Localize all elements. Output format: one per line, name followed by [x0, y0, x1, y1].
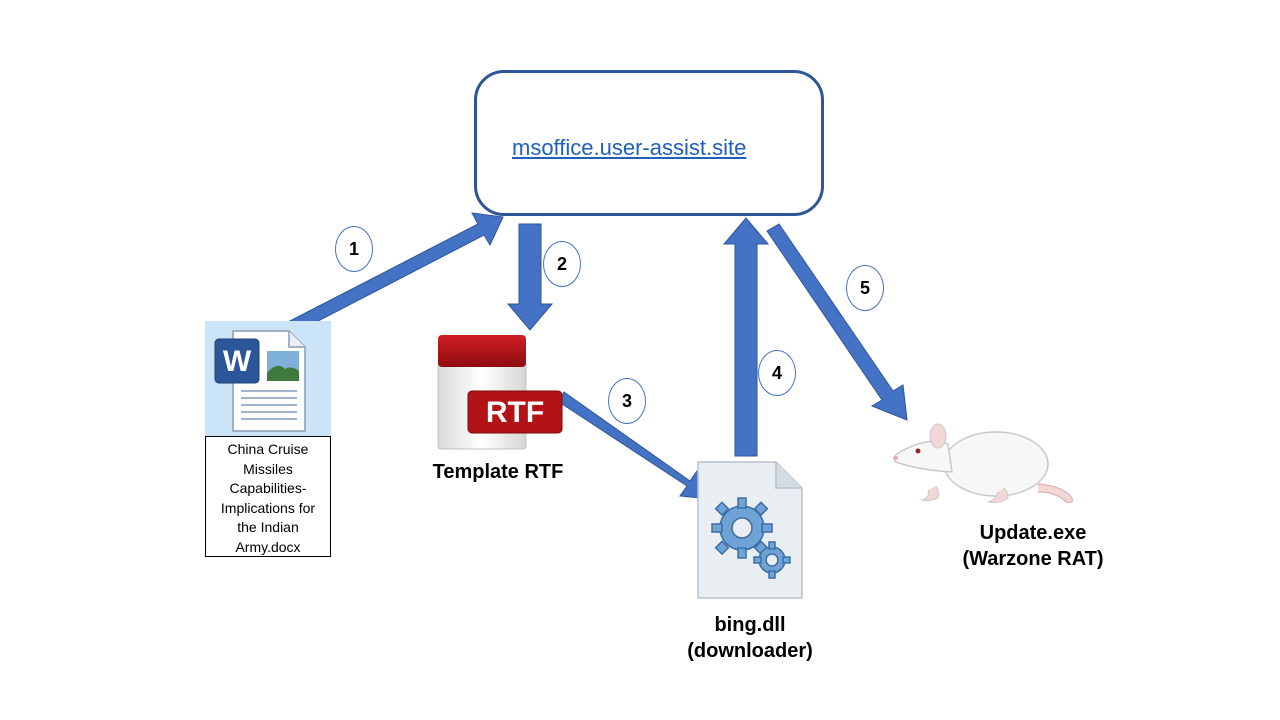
filename-line: Implications for: [220, 499, 316, 516]
step-2-marker: 2: [543, 241, 581, 287]
arrow-step-3: [558, 391, 712, 500]
rat-name: Update.exe: [979, 522, 1087, 544]
arrow-step-4: [722, 217, 770, 457]
word-document-icon: W: [205, 321, 331, 437]
c2-server-box: msoffice.user-assist.site: [474, 70, 824, 216]
arrow-step-1: [287, 212, 504, 334]
filename-line: Missiles: [243, 460, 293, 477]
rtf-badge-text: RTF: [486, 396, 544, 429]
filename-line: the Indian: [237, 519, 299, 535]
rat-role: (Warzone RAT): [962, 548, 1104, 570]
document-filename: China Cruise Missiles Capabilities- Impl…: [205, 436, 331, 557]
step-3-marker: 3: [608, 378, 646, 424]
dll-label: bing.dll (downloader): [660, 612, 840, 664]
rat-label: Update.exe (Warzone RAT): [935, 520, 1131, 572]
dll-name: bing.dll: [714, 614, 786, 636]
step-5-marker: 5: [846, 265, 884, 311]
rtf-label: Template RTF: [432, 461, 564, 483]
rtf-file-icon: RTF: [437, 335, 563, 450]
arrow-step-2: [506, 223, 554, 331]
svg-text:W: W: [223, 345, 252, 378]
filename-line: China Cruise: [227, 441, 309, 457]
dll-gears-icon: [697, 461, 803, 599]
filename-line: Capabilities-: [229, 480, 307, 496]
filename-line: Army.docx: [235, 538, 301, 555]
rat-icon: [893, 423, 1073, 503]
server-url-link[interactable]: msoffice.user-assist.site: [512, 135, 747, 160]
step-1-marker: 1: [335, 226, 373, 272]
dll-role: (downloader): [687, 640, 813, 662]
step-4-marker: 4: [758, 350, 796, 396]
arrow-step-5: [766, 223, 908, 421]
